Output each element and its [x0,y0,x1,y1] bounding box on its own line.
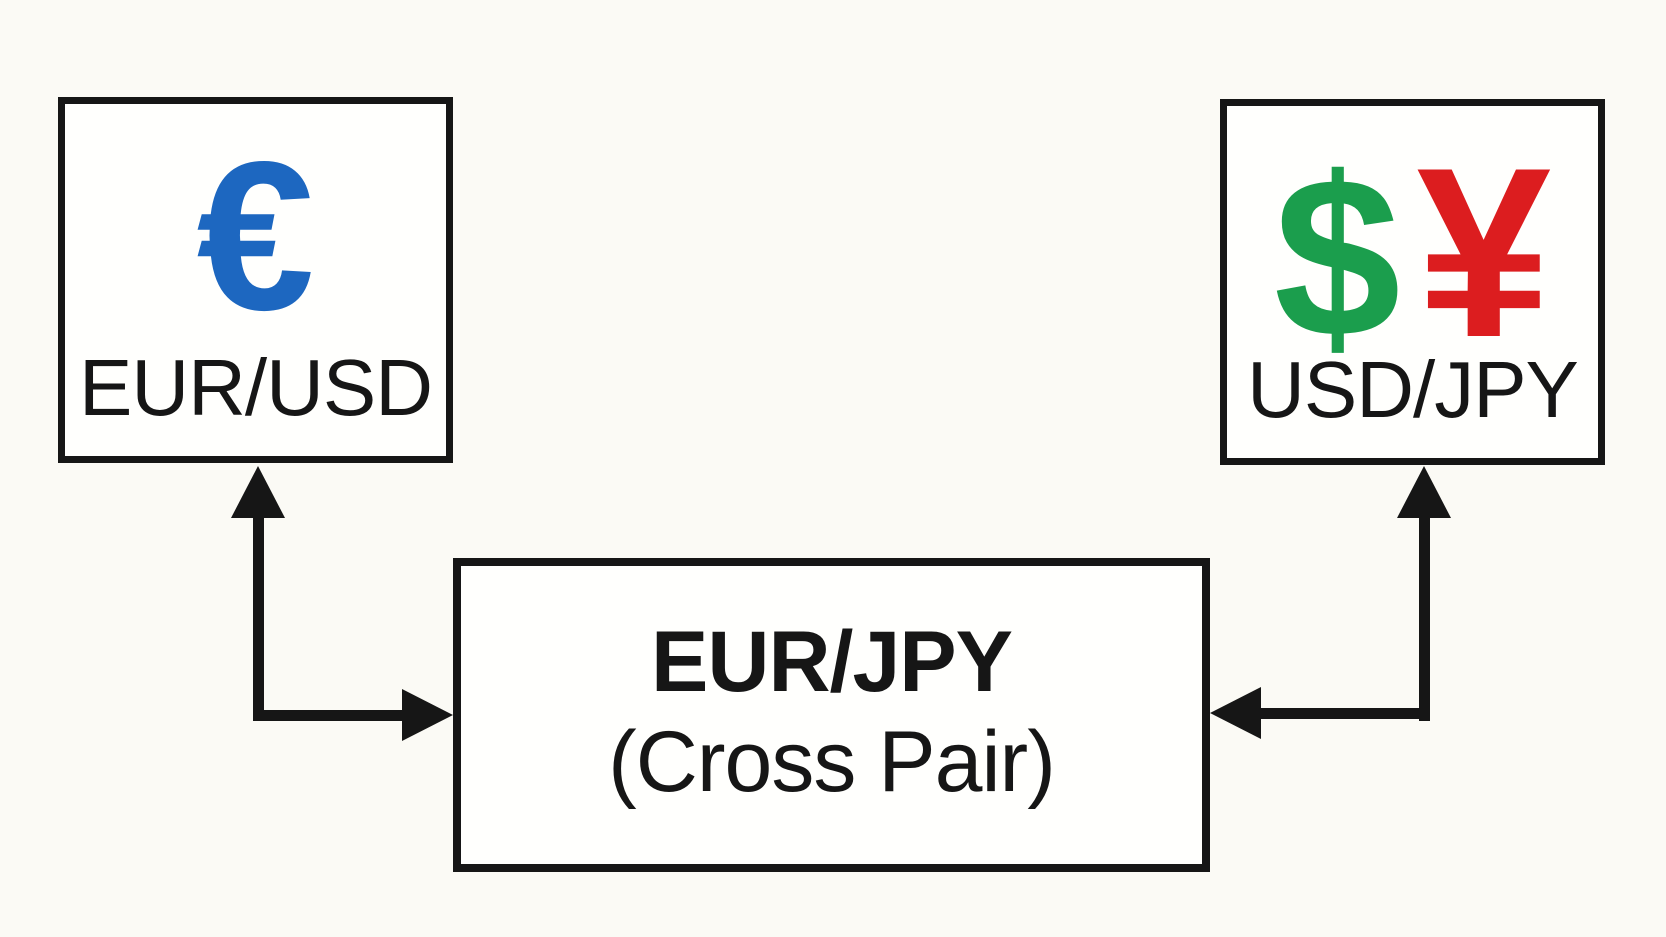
eur-usd-label: EUR/USD [78,343,433,432]
connector-shaft [1419,514,1430,721]
node-eur-jpy-cross-pair: EUR/JPY (Cross Pair) [453,558,1210,872]
arrowhead-up-icon [1397,466,1451,518]
connector-shaft [253,710,405,721]
connector-shaft [253,514,264,721]
eur-usd-symbol-row: € [65,130,446,342]
euro-icon: € [196,117,315,354]
arrowhead-right-icon [402,689,453,741]
dollar-icon: $ [1273,131,1401,385]
cross-pair-title: EUR/JPY [650,614,1013,711]
yen-icon: ¥ [1416,118,1552,388]
node-usd-jpy: $ ¥ USD/JPY [1220,99,1605,465]
usd-jpy-symbol-row: $ ¥ [1227,132,1598,374]
cross-pair-subtitle: (Cross Pair) [608,713,1056,810]
connector-shaft [1261,708,1430,719]
arrowhead-left-icon [1210,687,1261,739]
node-eur-usd: € EUR/USD [58,97,453,463]
arrowhead-up-icon [231,466,285,518]
usd-jpy-label: USD/JPY [1247,345,1579,434]
